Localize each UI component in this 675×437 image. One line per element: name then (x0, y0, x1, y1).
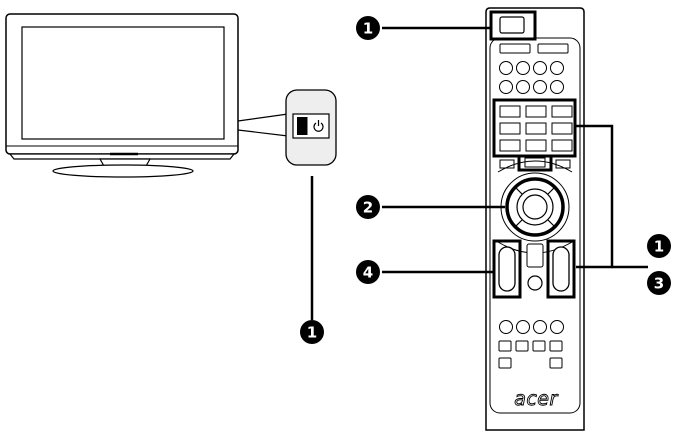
remote-dpad-ring[interactable] (505, 177, 565, 237)
remote-control: acer (485, 7, 585, 431)
remote-center-button[interactable] (527, 275, 543, 291)
remote-side-key-right[interactable] (555, 159, 571, 169)
svg-text:1: 1 (363, 20, 373, 38)
callout-1-right: 1 (647, 234, 671, 258)
remote-side-key-left[interactable] (499, 159, 515, 169)
remote-zero-key[interactable] (524, 157, 546, 168)
leader-numpad-bracket (575, 124, 614, 269)
remote-round-buttons-bottom (499, 320, 564, 334)
callout-3: 3 (647, 271, 671, 295)
callout-1-bottom: 1 (300, 320, 324, 344)
zoom-line-top (237, 113, 289, 122)
tv-bottom-edge (8, 153, 236, 160)
remote-channel-rocker[interactable] (552, 246, 570, 292)
power-button-detail (285, 89, 337, 166)
remote-power-highlight (489, 10, 537, 41)
remote-mute-key[interactable] (526, 243, 544, 268)
power-button-block (297, 117, 307, 135)
remote-channel-highlight (546, 239, 576, 299)
remote-volume-rocker[interactable] (498, 246, 516, 292)
zoom-line-bottom (237, 129, 289, 137)
tv-stand-base (52, 164, 194, 178)
svg-text:1: 1 (654, 238, 664, 256)
remote-round-buttons-top (499, 61, 564, 94)
remote-dpad (497, 160, 573, 254)
svg-text:2: 2 (363, 199, 373, 217)
remote-ok-button[interactable] (522, 194, 548, 220)
svg-text:3: 3 (654, 275, 664, 293)
svg-text:4: 4 (363, 264, 373, 282)
remote-volume-highlight (492, 239, 522, 299)
callout-1-top: 1 (356, 16, 380, 40)
remote-top-button-right[interactable] (537, 43, 569, 54)
svg-text:1: 1 (307, 324, 317, 342)
remote-power-button[interactable] (499, 16, 525, 34)
remote-top-button-left[interactable] (499, 43, 531, 54)
power-icon (313, 120, 324, 132)
callout-2: 2 (356, 195, 380, 219)
remote-brand-logo: acer (514, 388, 558, 410)
remote-number-pad (499, 105, 573, 152)
tv-screen (21, 26, 225, 140)
callout-4: 4 (356, 260, 380, 284)
remote-square-buttons (498, 340, 563, 369)
tv-monitor (5, 13, 239, 178)
